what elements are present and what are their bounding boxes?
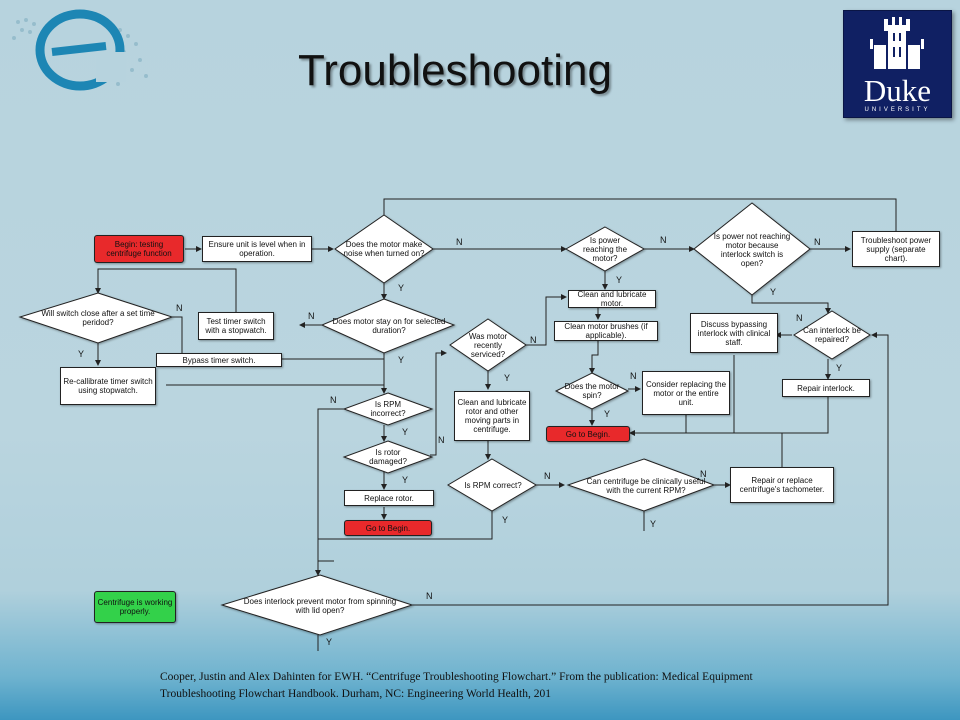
decision-motor-stay-on <box>320 298 456 354</box>
decision-power-reaching <box>564 226 646 272</box>
label-n: N <box>796 313 803 323</box>
label-n: N <box>660 235 667 245</box>
decision-rpm-correct <box>447 458 537 512</box>
label-n: N <box>700 469 707 479</box>
label-y: Y <box>650 519 657 529</box>
label-y: Y <box>398 355 405 365</box>
text-interlock-prevent: Does interlock prevent motor from spinni… <box>243 597 397 615</box>
decision-interlock-repaired <box>793 310 871 360</box>
decision-clinically-useful <box>566 458 716 512</box>
decision-motor-noise <box>334 214 434 284</box>
label-y: Y <box>78 349 85 359</box>
label-n: N <box>308 311 315 321</box>
label-n: N <box>438 435 445 445</box>
label-y: Y <box>402 475 409 485</box>
duke-logo: Duke UNIVERSITY <box>843 10 952 118</box>
decision-interlock-prevent <box>220 574 414 636</box>
citation: Cooper, Justin and Alex Dahinten for EWH… <box>160 671 753 700</box>
slide-title: Troubleshooting <box>298 46 612 95</box>
label-n: N <box>814 237 821 247</box>
label-n: N <box>176 303 183 313</box>
label-n: N <box>330 395 337 405</box>
label-y: Y <box>770 287 777 297</box>
node-go-begin-1: Go to Begin. <box>546 426 630 442</box>
node-troubleshoot-power: Troubleshoot power supply (separate char… <box>852 231 940 267</box>
label-y: Y <box>604 409 611 419</box>
label-n: N <box>544 471 551 481</box>
text-rpm-incorrect: Is RPM incorrect? <box>370 400 406 418</box>
flowchart: Begin: testing centrifuge function Ensur… <box>18 195 940 655</box>
node-clean-lube-motor: Clean and lubricate motor. <box>568 290 656 308</box>
label-y: Y <box>504 373 511 383</box>
label-y: Y <box>402 427 409 437</box>
node-bypass-timer: Bypass timer switch. <box>156 353 282 367</box>
node-clean-lube-rotor: Clean and lubricate rotor and other movi… <box>454 391 530 441</box>
decision-power-interlock <box>693 202 811 296</box>
node-consider-replacing: Consider replacing the motor or the enti… <box>642 371 730 415</box>
decision-switch-close <box>18 292 174 344</box>
text-motor-serviced: Was motor recently serviced? <box>468 331 508 359</box>
decision-rotor-damaged <box>342 440 434 474</box>
text-rotor-damaged: Is rotor damaged? <box>369 448 407 466</box>
label-y: Y <box>502 515 509 525</box>
label-y: Y <box>616 275 623 285</box>
decision-motor-spin <box>554 372 630 410</box>
chapel-icon <box>870 17 924 69</box>
node-ensure-level: Ensure unit is level when in operation. <box>202 236 312 262</box>
ewh-e-logo <box>35 9 126 91</box>
node-repair-tachometer: Repair or replace centrifuge's tachomete… <box>730 467 834 503</box>
node-go-begin-2: Go to Begin. <box>344 520 432 536</box>
label-n: N <box>630 371 637 381</box>
node-working-properly: Centrifuge is working properly. <box>94 591 176 623</box>
node-test-timer: Test timer switch with a stopwatch. <box>198 312 274 340</box>
text-motor-noise: Does the motor make noise when turned on… <box>343 240 425 258</box>
text-power-reaching: Is power reaching the motor? <box>582 235 628 263</box>
text-switch-close: Will switch close after a set time perid… <box>41 309 155 327</box>
label-n: N <box>456 237 463 247</box>
text-clinically-useful: Can centrifuge be clinically useful with… <box>586 477 706 495</box>
node-begin: Begin: testing centrifuge function <box>94 235 184 263</box>
text-rpm-correct: Is RPM correct? <box>464 480 522 490</box>
label-y: Y <box>398 283 405 293</box>
text-motor-stay-on: Does motor stay on for selected duration… <box>332 317 446 335</box>
node-repair-interlock: Repair interlock. <box>782 379 870 397</box>
text-interlock-repaired: Can interlock be repaired? <box>803 326 861 344</box>
node-clean-brushes: Clean motor brushes (if applicable). <box>554 321 658 341</box>
duke-wordmark: Duke <box>863 73 932 108</box>
label-n: N <box>530 335 537 345</box>
label-y: Y <box>836 363 843 373</box>
decision-motor-serviced <box>449 318 527 372</box>
label-n: N <box>426 591 433 601</box>
decision-rpm-incorrect <box>342 392 434 426</box>
node-discuss-bypass: Discuss bypassing interlock with clinica… <box>690 313 778 353</box>
text-power-interlock: Is power not reaching motor because inte… <box>713 232 791 268</box>
flowchart-shapes <box>18 198 897 651</box>
node-replace-rotor: Replace rotor. <box>344 490 434 506</box>
node-recalibrate: Re-callibrate timer switch using stopwat… <box>60 367 156 405</box>
text-motor-spin: Does the motor spin? <box>564 382 620 400</box>
duke-university-label: UNIVERSITY <box>864 107 931 113</box>
label-y: Y <box>326 637 333 647</box>
